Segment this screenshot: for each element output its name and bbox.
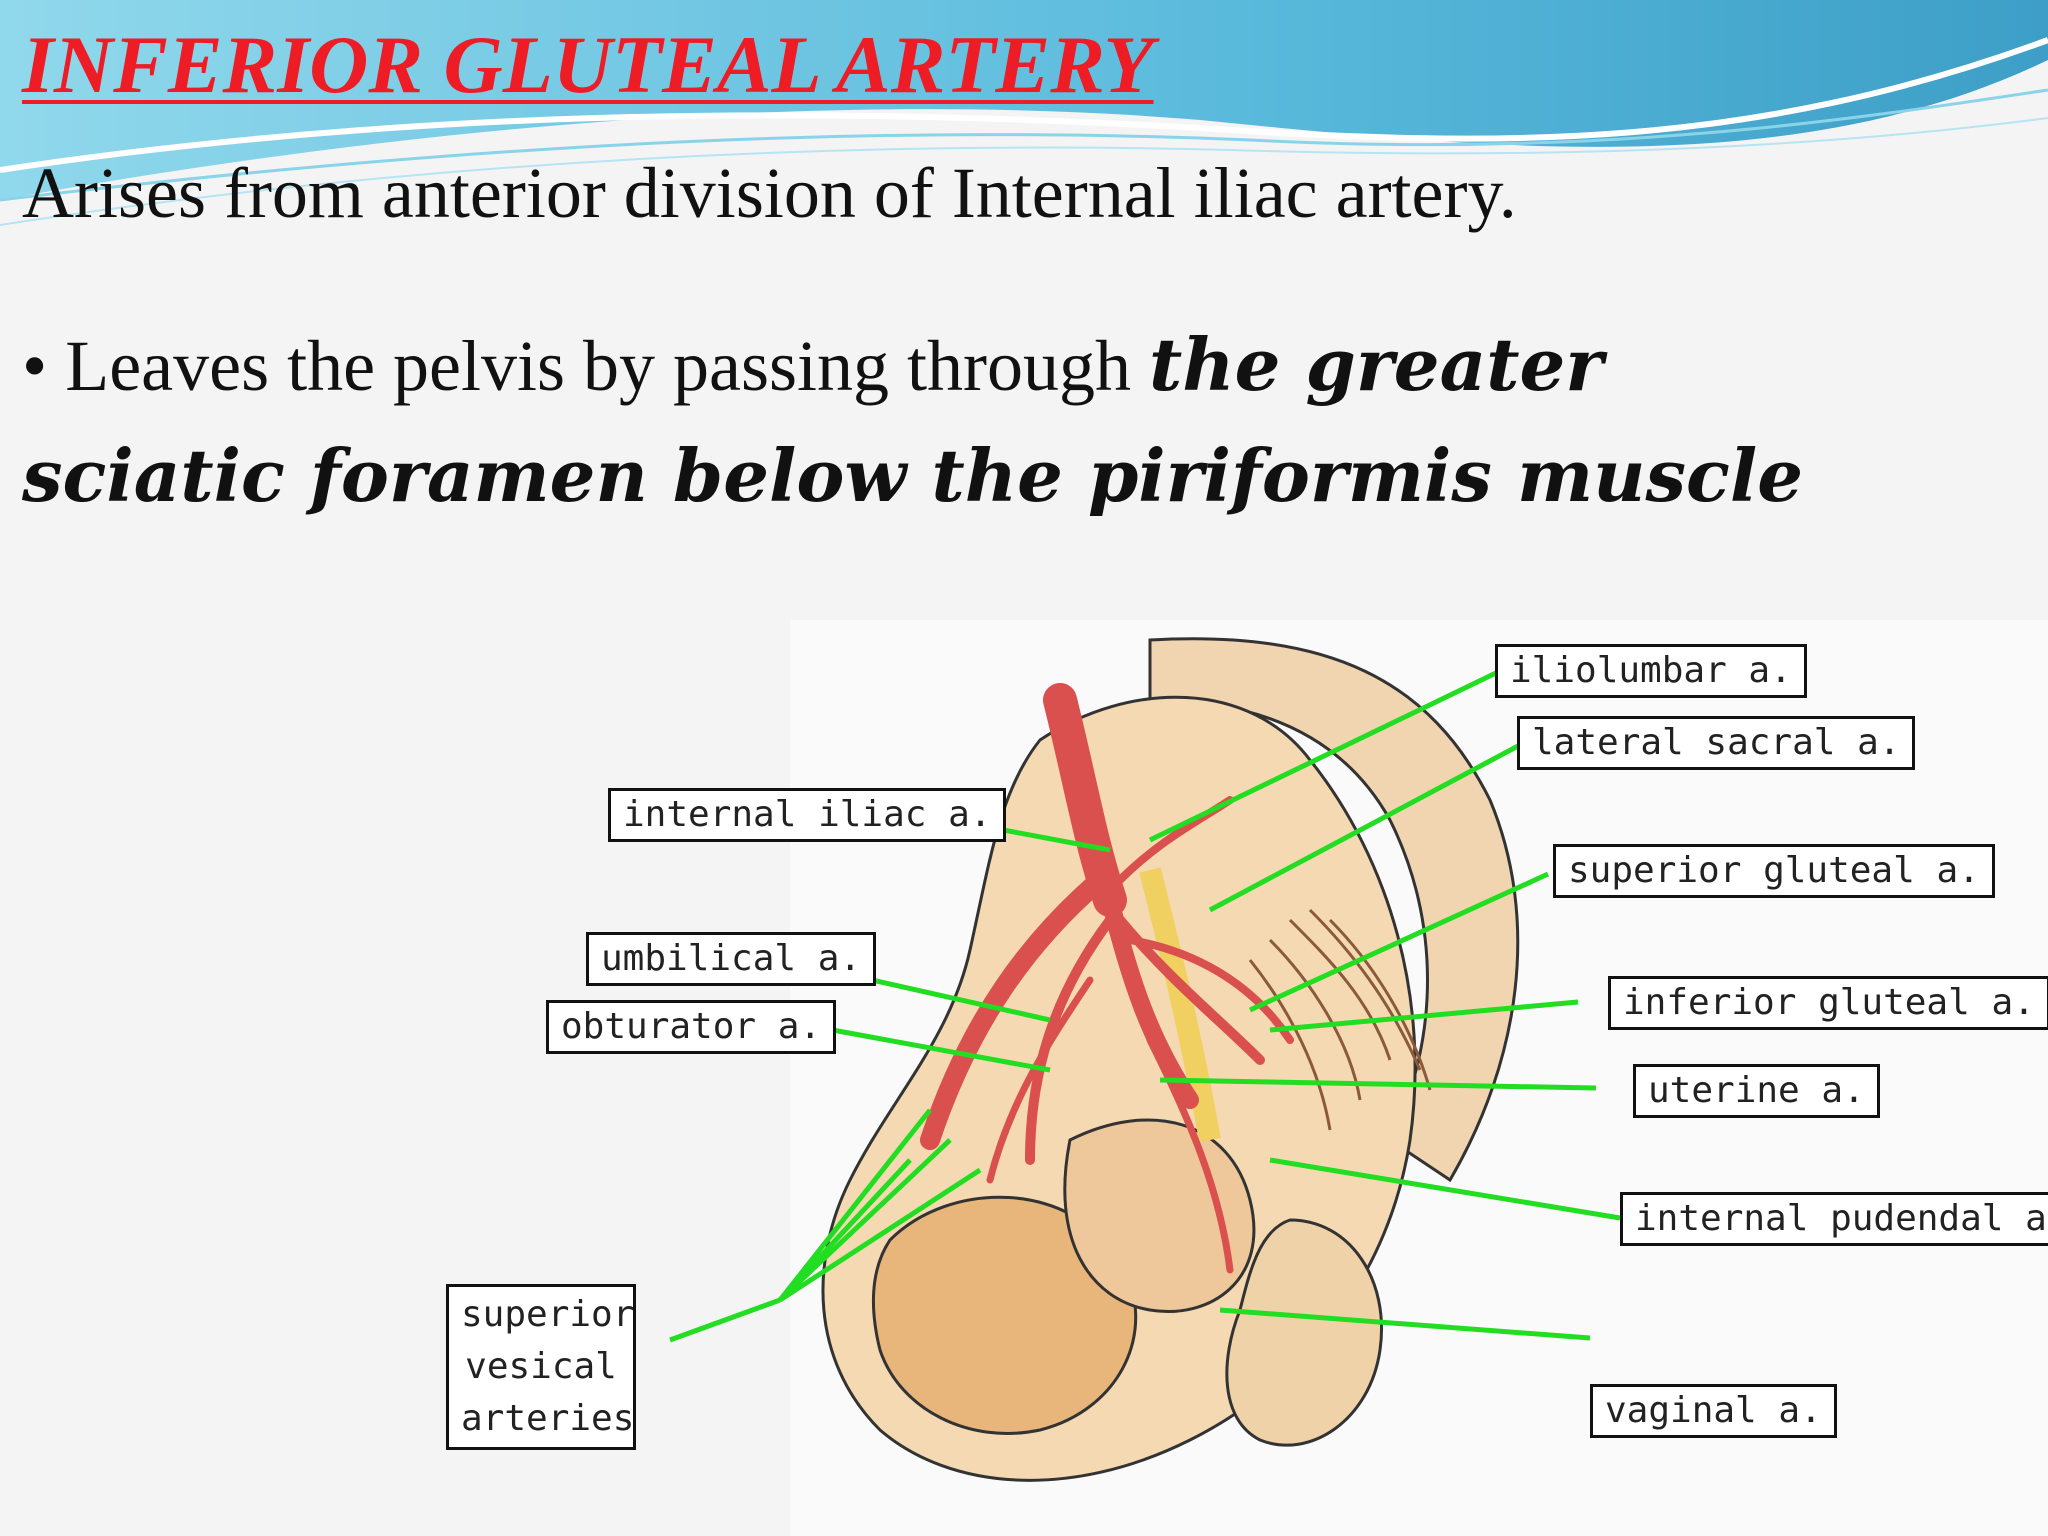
bullet-emphasis-1: the greater xyxy=(1149,322,1604,407)
piriformis-muscle xyxy=(1248,908,1432,1131)
pelvic-arteries-illustration xyxy=(669,620,2048,1536)
slide-title: INFERIOR GLUTEAL ARTERY xyxy=(22,19,1154,110)
leader-lines xyxy=(669,669,1621,1343)
wave-banner xyxy=(0,0,2048,226)
bladder-shape xyxy=(872,1195,1138,1435)
label-vaginal: vaginal a. xyxy=(1590,1384,1837,1438)
sciatic-nerve xyxy=(1139,867,1221,1142)
label-superior-vesical: superior vesical arteries xyxy=(446,1284,636,1450)
bullet-plain-text: Leaves the pelvis by passing through xyxy=(65,326,1150,406)
origin-text: Arises from anterior division of Interna… xyxy=(22,153,1517,233)
label-umbilical: umbilical a. xyxy=(586,932,877,986)
sacrum-shape xyxy=(1148,637,1520,1183)
label-lateral-sacral: lateral sacral a. xyxy=(1517,716,1916,770)
label-uterine: uterine a. xyxy=(1633,1064,1880,1118)
bullet-marker: • xyxy=(22,326,48,406)
label-superior-gluteal: superior gluteal a. xyxy=(1553,844,1995,898)
course-bullet: • Leaves the pelvis by passing through t… xyxy=(22,310,2022,532)
rectum-shape xyxy=(1225,1218,1383,1447)
label-internal-iliac: internal iliac a. xyxy=(608,788,1007,842)
bullet-emphasis-2: sciatic foramen below the piriformis mus… xyxy=(22,433,1804,518)
artery-tree xyxy=(920,683,1294,1274)
label-inferior-gluteal: inferior gluteal a. xyxy=(1608,976,2048,1030)
label-obturator: obturator a. xyxy=(546,1000,837,1054)
label-iliolumbar: iliolumbar a. xyxy=(1495,644,1807,698)
label-internal-pudendal: internal pudendal a. xyxy=(1620,1192,2048,1246)
